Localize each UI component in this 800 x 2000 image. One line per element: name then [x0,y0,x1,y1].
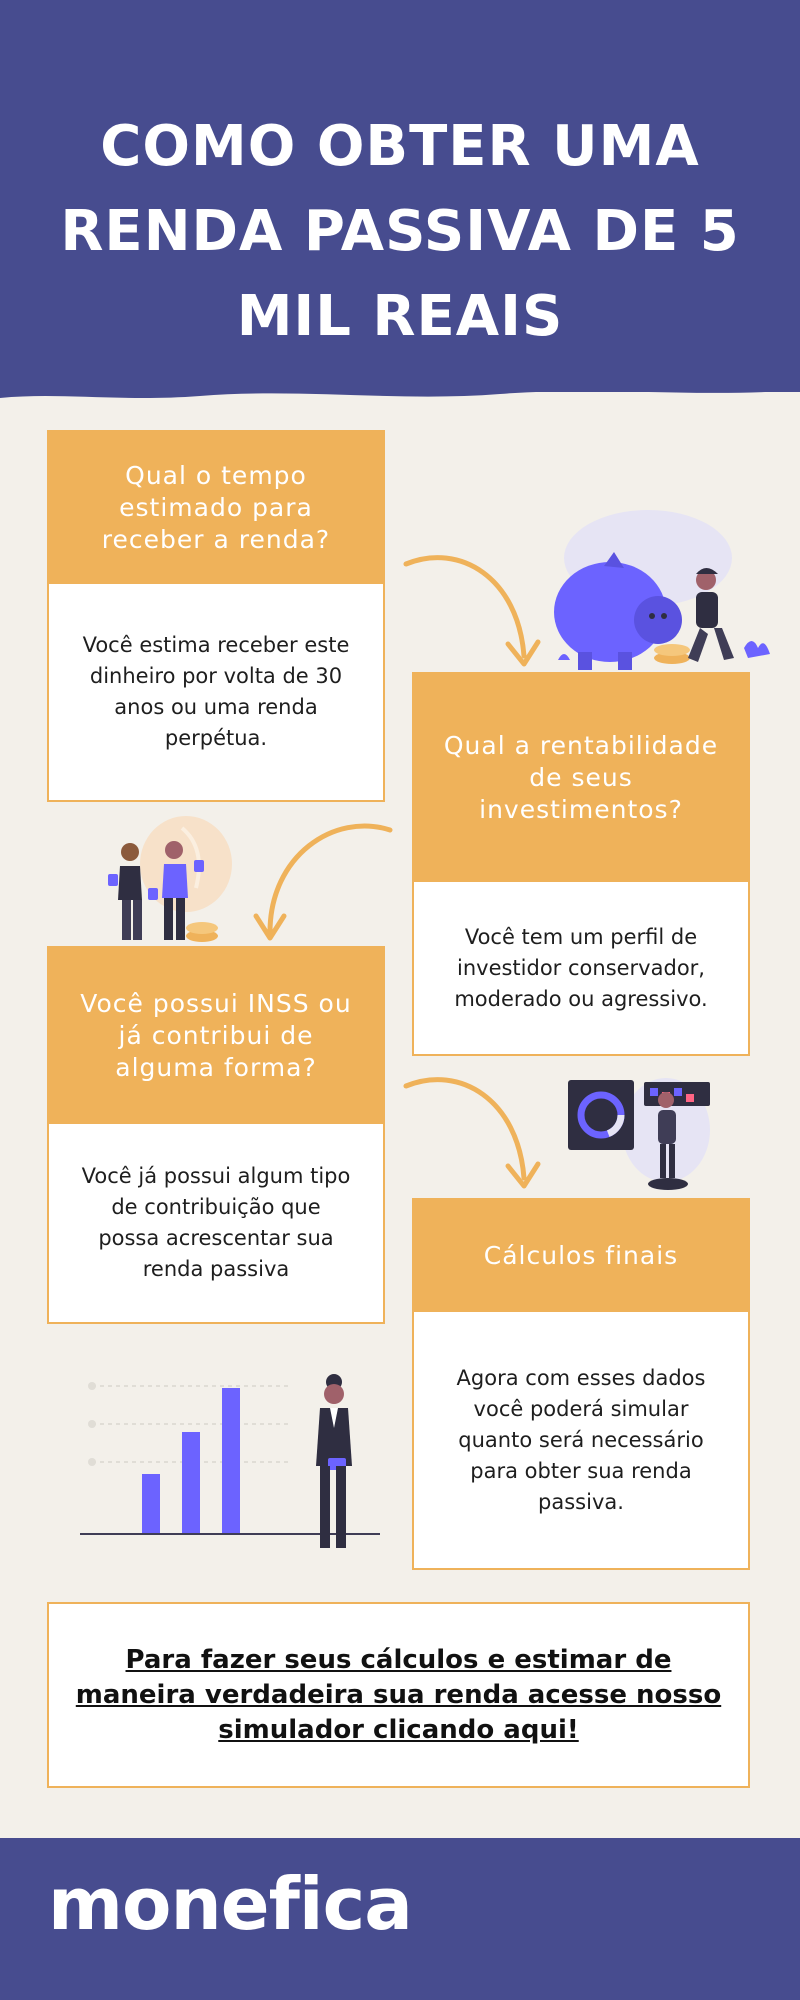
dashboard-illustration [568,1078,710,1190]
cta-box: Para fazer seus cálculos e estimar de ma… [47,1602,750,1788]
card-rentabilidade: Qual a rentabilidade de seus investiment… [412,672,750,1056]
card-calculos: Cálculos finais Agora com esses dados vo… [412,1198,750,1570]
card-inss: Você possui INSS ou já contribui de algu… [47,946,385,1324]
monefica-logo[interactable]: monefica [48,1862,413,1946]
simulator-link[interactable]: Para fazer seus cálculos e estimar de ma… [75,1644,722,1745]
header-banner [0,0,800,392]
card-question: Você possui INSS ou já contribui de algu… [49,948,383,1124]
arrow-right-down-icon [403,555,541,667]
handshake-illustration [108,816,232,942]
arrow-left-down-icon [253,823,393,941]
bar-chart-illustration [80,1374,380,1548]
card-question: Cálculos finais [414,1200,748,1312]
piggy-bank-illustration [554,510,770,670]
footer-banner [0,1838,800,2000]
card-answer: Você já possui algum tipo de contribuiçã… [81,1164,351,1281]
card-question: Qual o tempo estimado para receber a ren… [49,432,383,584]
card-answer: Você estima receber este dinheiro por vo… [82,633,350,750]
card-tempo: Qual o tempo estimado para receber a ren… [47,430,385,802]
page-title: COMO OBTER UMA RENDA PASSIVA DE 5 MIL RE… [60,114,740,349]
card-answer: Agora com esses dados você poderá simula… [456,1365,706,1514]
card-answer: Você tem um perfil de investidor conserv… [454,924,708,1011]
arrow-right-down-icon [403,1077,541,1189]
card-question: Qual a rentabilidade de seus investiment… [414,674,748,882]
header-wave [0,372,800,398]
